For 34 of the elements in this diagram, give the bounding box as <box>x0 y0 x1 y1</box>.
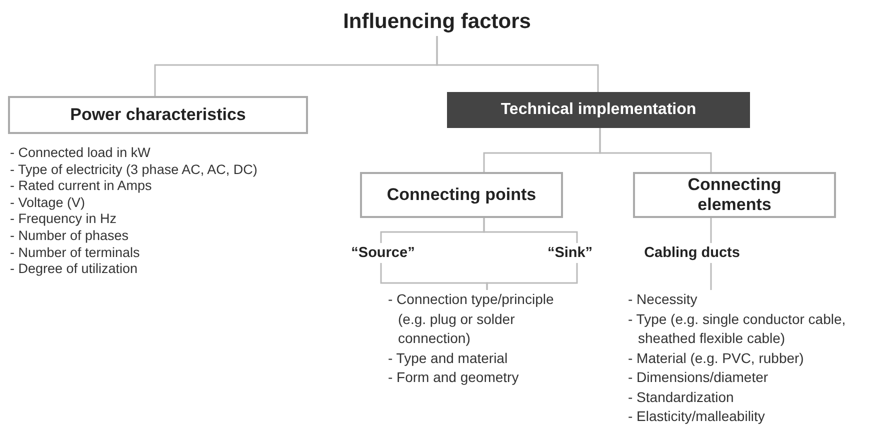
connector-line <box>599 128 712 172</box>
list-item: - Degree of utilization <box>10 261 139 278</box>
category-box <box>447 92 750 128</box>
group-label: Cabling ducts <box>644 244 740 263</box>
category-box <box>633 172 836 218</box>
list-item: - Type (e.g. single conductor cable, sheathed flexible cable) <box>628 310 847 348</box>
list-item: - Connection type/principle (e.g. plug or solder connection) <box>388 290 555 348</box>
connector-line <box>486 263 578 290</box>
list-item: - Material (e.g. PVC, rubber) <box>628 348 805 368</box>
list-item: - Elasticity/malleability <box>628 407 766 426</box>
list-item: - Frequency in Hz <box>10 211 118 228</box>
box-heading: Connecting points <box>386 185 538 205</box>
list-item: - Form and geometry <box>388 368 520 387</box>
connector-line <box>436 36 599 92</box>
list-item: - Voltage (V) <box>10 194 86 212</box>
list-item: - Connected load in kW <box>10 145 152 162</box>
box-heading: Technical implementation <box>500 100 698 120</box>
list-item: - Necessity <box>628 290 698 309</box>
box-heading: Connecting elements <box>686 175 782 215</box>
group-label: “Sink” <box>547 244 593 263</box>
list-item: - Type of electricity (3 phase AC, AC, DC) <box>10 162 258 178</box>
connector-line <box>483 218 578 243</box>
list-item: - Number of phases <box>10 228 130 245</box>
connector-line <box>710 263 712 290</box>
group-label: “Source” <box>351 244 415 263</box>
box-heading: Power characteristics <box>69 105 247 125</box>
list-item: - Rated current in Amps <box>10 178 153 195</box>
category-box <box>360 172 563 218</box>
root-node-label: Influencing factors <box>343 9 531 35</box>
connector-line <box>710 218 712 243</box>
list-item: - Standardization <box>628 388 735 406</box>
list-item: - Type and material <box>388 348 509 368</box>
list-item: - Number of terminals <box>10 244 141 262</box>
list-item: - Dimensions/diameter <box>628 368 770 387</box>
